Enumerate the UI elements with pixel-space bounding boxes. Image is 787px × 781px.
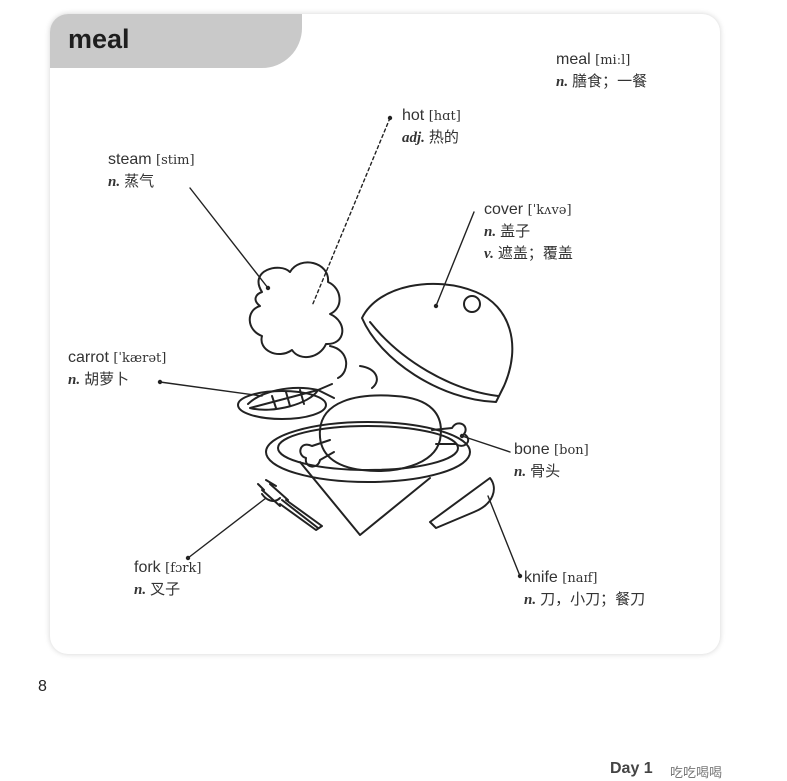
- steam-wisp: [329, 345, 378, 389]
- leader-dot-steam: [265, 285, 271, 291]
- knife-shape: [429, 477, 495, 529]
- napkin-outline: [299, 461, 431, 536]
- page-number: 8: [38, 678, 47, 695]
- ipa-cover: [ˈkʌvə]: [527, 203, 572, 218]
- label-knife: knife [naɪf] n.刀，小刀；餐刀: [524, 570, 645, 608]
- def-hot: 热的: [428, 129, 459, 146]
- drumstick-left: [299, 439, 335, 468]
- carrot-plate: [237, 390, 327, 420]
- leader-bone: [461, 435, 511, 453]
- leader-knife: [487, 495, 521, 577]
- leader-dot-fork: [185, 555, 191, 561]
- pos-bone: n.: [514, 464, 527, 480]
- label-hot: hot [hɑt] adj.热的: [402, 108, 461, 146]
- word-hot: hot: [402, 107, 425, 124]
- leader-cover: [435, 211, 475, 307]
- cover-handle: [463, 295, 481, 313]
- ipa-fork: [fɔrk]: [165, 561, 202, 576]
- ipa-meal: [miːl]: [595, 53, 631, 68]
- ipa-knife: [naɪf]: [562, 571, 598, 586]
- leader-steam: [189, 187, 269, 289]
- def-cover-v: 遮盖；覆盖: [497, 245, 573, 262]
- word-cover: cover: [484, 201, 524, 218]
- fork-shape: [257, 479, 319, 529]
- def-bone: 骨头: [530, 463, 561, 480]
- leader-hot: [311, 117, 391, 307]
- word-fork: fork: [134, 559, 161, 576]
- label-meal: meal [miːl] n.膳食；一餐: [556, 52, 647, 90]
- ipa-hot: [hɑt]: [428, 109, 461, 124]
- pos-knife: n.: [524, 592, 537, 608]
- chicken-body: [318, 394, 442, 472]
- word-carrot: carrot: [68, 349, 109, 366]
- plate-outline: [265, 421, 471, 483]
- def-cover-n: 盖子: [500, 223, 531, 240]
- leader-dot-cover: [433, 303, 439, 309]
- ipa-carrot: [ˈkærət]: [113, 351, 167, 366]
- def-knife: 刀，小刀；餐刀: [540, 591, 646, 608]
- fork-handle: [279, 499, 323, 531]
- pos-fork: n.: [134, 582, 147, 598]
- title-tab: [50, 14, 302, 68]
- label-steam: steam [stim] n.蒸气: [108, 152, 195, 190]
- vocabulary-card: [50, 14, 720, 654]
- label-fork: fork [fɔrk] n.叉子: [134, 560, 201, 598]
- cover-dome: [361, 282, 514, 403]
- plate-rim: [277, 425, 459, 471]
- def-fork: 叉子: [150, 581, 181, 598]
- leader-fork: [187, 497, 267, 559]
- carrot-lines: [271, 389, 305, 409]
- label-bone: bone [bon] n.骨头: [514, 442, 589, 480]
- word-knife: knife: [524, 569, 558, 586]
- ipa-bone: [bon]: [554, 443, 589, 458]
- steam-cloud: [248, 261, 344, 359]
- pos-cover-n: n.: [484, 224, 497, 240]
- def-steam: 蒸气: [124, 173, 155, 190]
- label-carrot: carrot [ˈkærət] n.胡萝卜: [68, 350, 166, 388]
- page-title: meal: [68, 24, 130, 54]
- pos-steam: n.: [108, 174, 121, 190]
- pos-hot: adj.: [402, 130, 425, 146]
- ipa-steam: [stim]: [156, 153, 195, 168]
- footer-subtitle: 吃吃喝喝: [670, 765, 723, 780]
- leader-dot-knife: [517, 573, 523, 579]
- cover-inner: [369, 321, 499, 397]
- def-meal: 膳食；一餐: [572, 73, 648, 90]
- label-cover: cover [ˈkʌvə] n.盖子 v.遮盖；覆盖: [484, 202, 573, 262]
- leader-dot-carrot: [157, 379, 163, 385]
- leader-dot-bone: [459, 433, 465, 439]
- leader-carrot: [159, 381, 263, 397]
- def-carrot: 胡萝卜: [84, 371, 130, 388]
- leader-dot-hot: [387, 115, 393, 121]
- word-meal: meal: [556, 51, 591, 68]
- pos-carrot: n.: [68, 372, 81, 388]
- word-bone: bone: [514, 441, 550, 458]
- drumstick-right: [431, 422, 470, 447]
- word-steam: steam: [108, 151, 152, 168]
- footer-day: Day 1: [610, 760, 653, 777]
- carrot-shape: [247, 383, 335, 411]
- pos-meal: n.: [556, 74, 569, 90]
- pos-cover-v: v.: [484, 246, 494, 262]
